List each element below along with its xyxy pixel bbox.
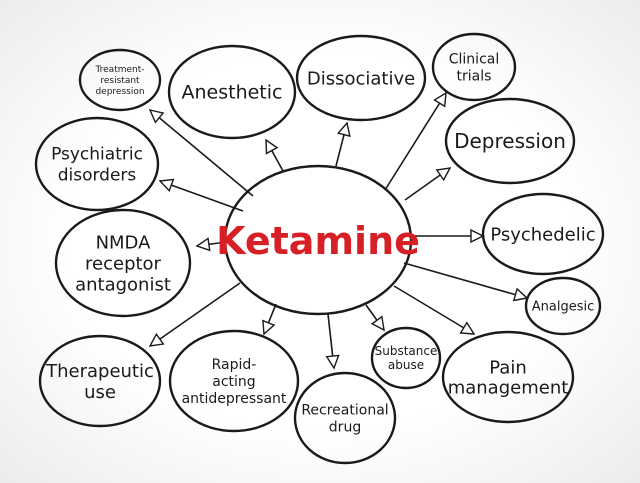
node-ellipse <box>444 97 576 185</box>
node-ellipse <box>295 34 427 122</box>
node-ellipse <box>441 330 575 424</box>
arrow-line <box>149 282 241 347</box>
node-label-line: Clinical <box>449 51 499 67</box>
arrow-to-rapid-acting-antidepressant <box>262 303 277 336</box>
arrowhead-icon <box>148 332 165 347</box>
node-ellipse <box>481 192 605 276</box>
arrowhead-icon <box>195 237 211 252</box>
arrowhead-icon <box>435 167 452 182</box>
node-ellipse <box>38 334 162 428</box>
arrowhead-icon <box>370 315 385 332</box>
node-label-line: resistant <box>100 76 140 86</box>
node-label-line: trials <box>457 68 492 84</box>
node-label-line: antidepressant <box>182 391 287 407</box>
node-ellipse <box>431 32 517 102</box>
arrow-to-analgesic <box>403 262 529 302</box>
node-label-line: drug <box>329 419 361 435</box>
node-psychedelic: Psychedelic <box>481 192 605 276</box>
node-ellipse <box>293 371 397 465</box>
arrowhead-icon <box>336 121 351 138</box>
arrowhead-icon <box>148 108 165 124</box>
arrowhead-icon <box>433 91 447 108</box>
node-label-line: receptor <box>85 253 162 274</box>
arrow-to-recreational-drug <box>325 313 340 370</box>
node-ellipse <box>167 44 297 140</box>
node-label-line: Recreational <box>301 402 388 418</box>
node-ellipse <box>168 329 300 433</box>
node-label-line: Depression <box>454 129 566 153</box>
arrowhead-icon <box>325 354 340 370</box>
node-depression: Depression <box>444 97 576 185</box>
arrow-line <box>403 262 528 299</box>
arrowhead-icon <box>512 287 529 302</box>
node-label-line: Psychedelic <box>490 224 595 245</box>
arrow-to-depression <box>404 167 452 201</box>
arrow-to-dissociative <box>335 121 351 167</box>
node-label-line: abuse <box>388 358 424 372</box>
node-ellipse <box>370 326 442 390</box>
node-ellipse <box>54 208 192 318</box>
node-analgesic: Analgesic <box>524 276 602 336</box>
arrowhead-icon <box>459 321 476 335</box>
node-label-line: management <box>448 377 569 398</box>
central-ellipse <box>223 164 413 316</box>
arrow-line <box>159 180 244 212</box>
node-label-line: Pain <box>489 357 527 378</box>
node-label-line: depression <box>95 87 144 97</box>
arrow-to-psychedelic <box>412 228 485 244</box>
node-label-line: antagonist <box>75 274 171 295</box>
node-label-line: Dissociative <box>307 68 415 89</box>
node-label-line: Treatment- <box>94 65 144 75</box>
central-topic-label: Ketamine <box>216 219 420 263</box>
connector-arrows <box>148 91 529 370</box>
node-dissociative: Dissociative <box>295 34 427 122</box>
arrow-to-nmda-receptor-antagonist <box>195 237 227 252</box>
node-ellipse <box>524 276 602 336</box>
node-label-line: Therapeutic <box>45 361 154 382</box>
arrow-line <box>384 92 447 191</box>
node-label-line: NMDA <box>96 232 152 253</box>
node-label-line: Psychiatric <box>51 144 143 164</box>
arrow-to-substance-abuse <box>365 304 385 332</box>
arrowhead-icon <box>158 178 175 193</box>
arrow-line <box>149 109 254 197</box>
arrow-to-psychiatric-disorders <box>158 178 244 212</box>
arrow-to-pain-management <box>393 285 476 335</box>
arrowhead-icon <box>470 228 485 244</box>
node-ellipse <box>34 116 160 212</box>
arrowhead-icon <box>262 319 276 336</box>
node-label-line: Rapid- <box>212 357 257 373</box>
arrowhead-icon <box>265 138 279 155</box>
arrow-to-treatment-resistant-depression <box>148 108 254 197</box>
node-label-line: Substance <box>375 344 438 358</box>
node-label-line: Anesthetic <box>182 82 283 104</box>
node-label-line: disorders <box>58 165 137 185</box>
arrow-to-clinical-trials <box>384 91 447 191</box>
arrow-to-anesthetic <box>265 138 284 172</box>
arrow-line <box>393 285 475 335</box>
node-label-line: acting <box>212 374 255 390</box>
node-label-line: Analgesic <box>532 300 595 315</box>
node-ellipse <box>78 48 162 112</box>
node-anesthetic: Anesthetic <box>167 44 297 140</box>
node-label-line: use <box>84 382 116 403</box>
central-topic: Ketamine <box>216 164 420 316</box>
arrow-to-therapeutic-use <box>148 282 241 347</box>
